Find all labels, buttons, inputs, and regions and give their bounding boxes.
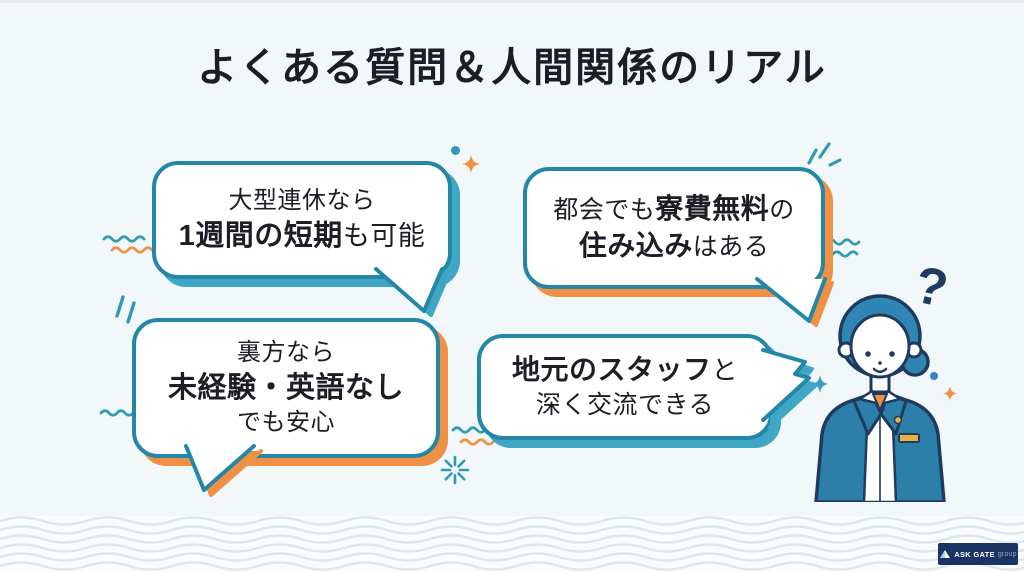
- bubble-text-line: 都会でも寮費無料の: [553, 191, 795, 228]
- sparkle-icon: [811, 375, 829, 393]
- bubble-text-line: 深く交流できる: [535, 390, 714, 419]
- sparkle-icon: [943, 386, 957, 401]
- logo-brand-text: ASK GATE: [954, 549, 995, 559]
- bubble-text-line: 裏方なら: [237, 339, 335, 367]
- bubble-text: と: [711, 355, 739, 386]
- bubble-text-bold: 寮費無料: [655, 193, 770, 225]
- logo-triangle-icon: [940, 550, 951, 558]
- receptionist-illustration: ?: [811, 256, 957, 502]
- double-slash-icon: [115, 295, 136, 324]
- bubble-tail: [374, 267, 451, 317]
- bubble-text-line: でも安心: [237, 409, 335, 437]
- bubble-text-line: 住み込みはある: [579, 228, 770, 265]
- bubble-text: 都会でも: [553, 196, 656, 225]
- bubble-text: の: [769, 196, 795, 225]
- starburst-icon: [440, 455, 470, 485]
- dot-icon: [451, 146, 460, 155]
- speech-bubble-local-staff: 地元のスタッフと 深く交流できる: [477, 334, 818, 440]
- sparkle-icon: [462, 155, 480, 173]
- bubble-tail: [184, 444, 263, 497]
- logo-suffix-text: group: [997, 550, 1017, 558]
- bubble-text-line: 大型連休なら: [228, 187, 376, 215]
- question-mark-icon: ?: [910, 256, 953, 319]
- top-edge-strip: [0, 0, 1024, 3]
- bubble-text-bold: 1週間の短期: [178, 219, 343, 252]
- bubble-tail: [761, 348, 818, 429]
- dot-icon: [930, 372, 938, 380]
- speech-bubble-no-experience: 裏方なら 未経験・英語なし でも安心: [132, 318, 440, 497]
- bubble-text-bold: 未経験・英語なし: [167, 371, 404, 404]
- bubble-text-bold: 住み込み: [578, 230, 693, 261]
- bubble-text: はある: [692, 233, 770, 261]
- bubble-text-line: 地元のスタッフと: [512, 352, 738, 389]
- bubble-text: も可能: [342, 220, 426, 251]
- bubble-text-line: 1週間の短期も可能: [179, 217, 426, 255]
- company-logo: ASK GATE group: [938, 543, 1018, 565]
- speech-bubble-dorm: 都会でも寮費無料の 住み込みはある: [523, 167, 834, 327]
- speech-bubble-short-term: 大型連休なら 1週間の短期も可能: [152, 161, 452, 317]
- bubble-tail: [755, 277, 834, 327]
- emphasis-lines-icon: [807, 142, 842, 167]
- bubble-text-bold: 地元のスタッフ: [511, 354, 712, 386]
- page-title: よくある質問＆人間関係のリアル: [197, 46, 827, 90]
- wave-pattern: [0, 516, 1024, 572]
